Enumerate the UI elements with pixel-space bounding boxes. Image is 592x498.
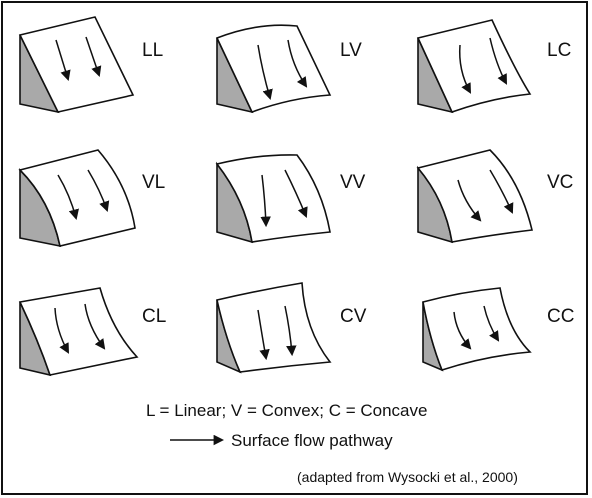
legend-arrow-label: Surface flow pathway: [231, 431, 393, 450]
block-lv: [215, 24, 332, 114]
panel-label-vl: VL: [142, 172, 165, 193]
panel-label-cc: CC: [547, 306, 574, 327]
block-vv: [215, 154, 331, 244]
panel-label-lv: LV: [340, 40, 362, 61]
block-vc: [416, 149, 533, 244]
panel-label-cv: CV: [340, 306, 367, 327]
source-credit: (adapted from Wysocki et al., 2000): [297, 469, 518, 485]
block-vl: [18, 149, 136, 248]
block-ll: [18, 16, 135, 114]
block-cv: [216, 282, 332, 374]
block-cl: [18, 287, 139, 377]
panel-label-lc: LC: [547, 40, 571, 61]
block-lc: [416, 19, 532, 114]
panel-label-vv: VV: [340, 172, 366, 193]
panel-label-vc: VC: [547, 172, 573, 193]
panel-label-cl: CL: [142, 306, 166, 327]
block-cc: [422, 287, 532, 372]
panel-label-ll: LL: [142, 40, 163, 61]
legend-key: L = Linear; V = Convex; C = Concave: [146, 401, 427, 420]
